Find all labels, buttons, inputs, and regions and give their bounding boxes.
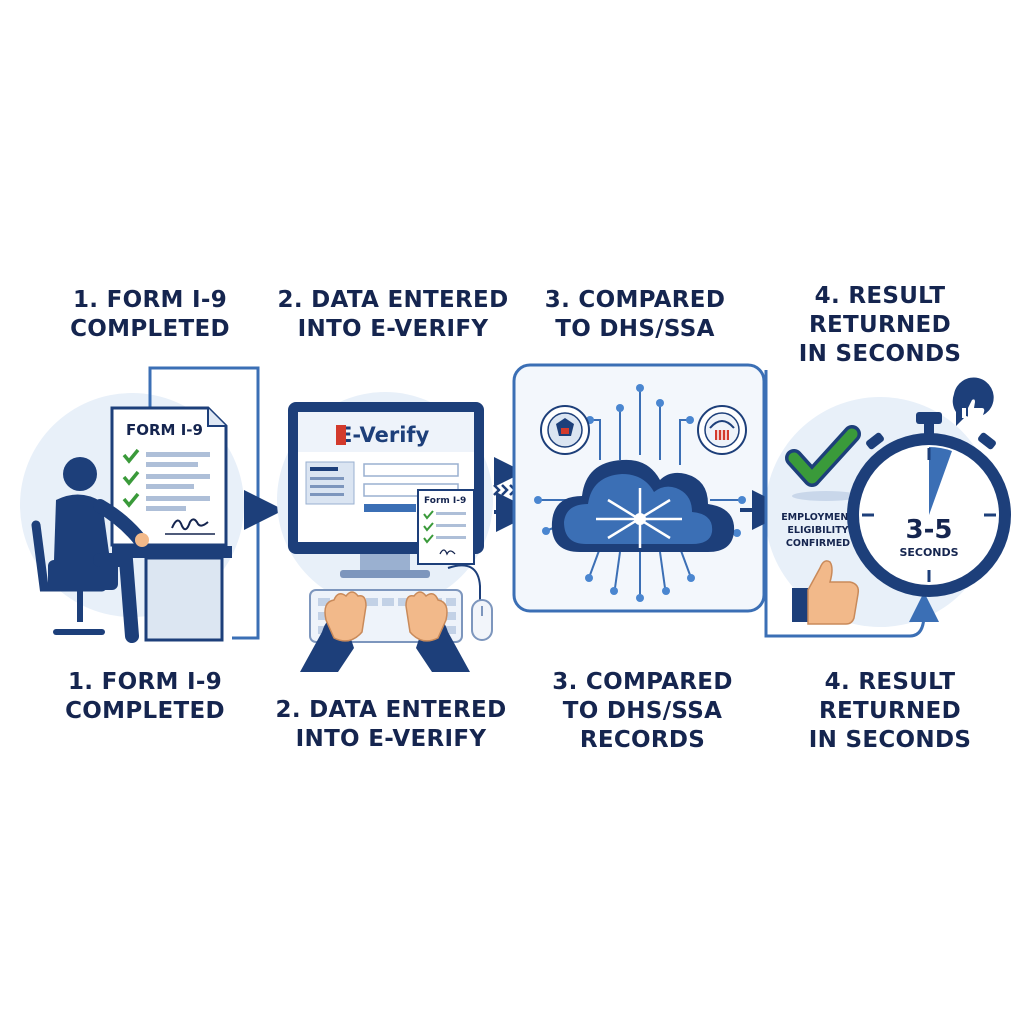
timer-unit: SECONDS: [899, 546, 958, 559]
step4-top-label: 4. RESULT RETURNED IN SECONDS: [798, 283, 962, 367]
stopwatch-icon: 3-5 SECONDS: [847, 412, 1011, 597]
person-at-desk-icon: [31, 457, 149, 643]
step4-bottom-label: 4. RESULT RETURNED IN SECONDS: [808, 669, 972, 753]
like-bubble-icon: [952, 377, 994, 426]
step2-illustration: E-Verify Form I-9: [277, 392, 493, 672]
step1-top-label: 1. FORM I-9 COMPLETED: [70, 287, 230, 342]
timer-value: 3-5: [906, 515, 953, 545]
network-nodes: [534, 384, 746, 602]
step2-bottom-label: 2. DATA ENTERED INTO E-VERIFY: [275, 697, 507, 752]
document-icon: FORM I-9: [110, 406, 228, 547]
step3-top-label: 3. COMPARED TO DHS/SSA: [544, 287, 726, 342]
step2-top-label: 2. DATA ENTERED INTO E-VERIFY: [277, 287, 509, 342]
eligibility-confirmation-line: EMPLOYMENT: [781, 512, 855, 523]
checkmark-icon: [122, 448, 140, 508]
dhs-seal-icon: [540, 405, 590, 455]
hands-icon: [300, 591, 470, 672]
eligibility-confirmation-line: ELIGIBILITY: [787, 525, 848, 536]
ssa-seal-icon: [697, 405, 747, 455]
step1-illustration: FORM I-9: [20, 366, 260, 643]
form-title: FORM I-9: [126, 421, 203, 439]
monitor-icon: E-Verify: [288, 402, 484, 578]
e-verify-logo: E-Verify: [338, 423, 430, 447]
step3-bottom-label: 3. COMPARED TO DHS/SSA RECORDS: [552, 669, 733, 753]
mini-form-title: Form I-9: [424, 496, 466, 506]
mouse-icon: [447, 564, 493, 641]
eligibility-confirmation: EMPLOYMENT ELIGIBILITY CONFIRMED: [781, 512, 855, 549]
step1-bottom-label: 1. FORM I-9 COMPLETED: [65, 669, 225, 724]
step3-illustration: [512, 363, 766, 613]
checkmark-icon: [788, 428, 858, 484]
desk-icon: [112, 546, 232, 642]
return-arrow: [764, 370, 939, 638]
thumbs-up-icon: [792, 560, 860, 625]
cloud-network-icon: [551, 459, 735, 552]
step1-connector-line: [148, 366, 260, 640]
step4-illustration: EMPLOYMENT ELIGIBILITY CONFIRMED 3-5 SECON…: [764, 370, 1011, 638]
mini-form-icon: Form I-9: [417, 489, 475, 565]
eligibility-confirmation-line: CONFIRMED: [786, 538, 850, 549]
